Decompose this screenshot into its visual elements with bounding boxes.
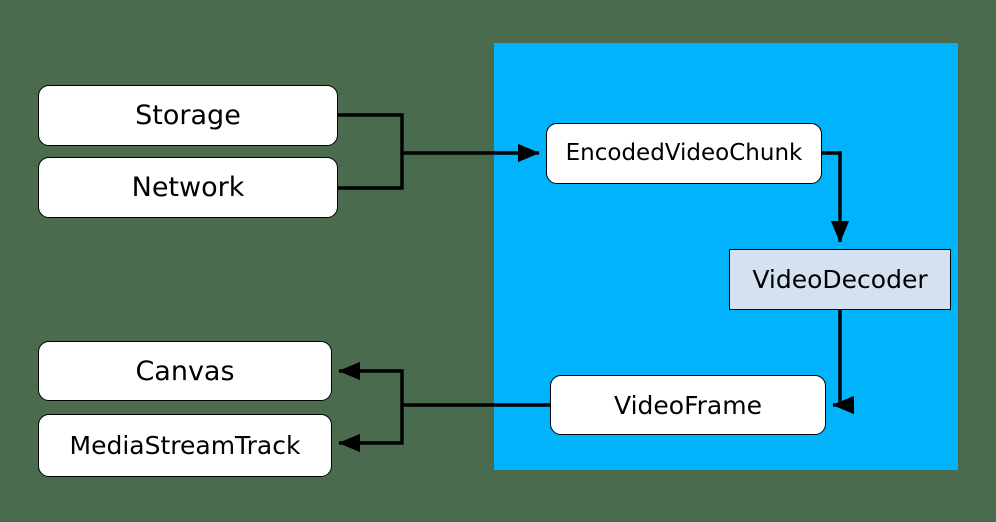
- node-mediastreamtrack[interactable]: MediaStreamTrack: [38, 414, 332, 477]
- node-network[interactable]: Network: [38, 157, 338, 218]
- node-encodedvideochunk[interactable]: EncodedVideoChunk: [546, 123, 822, 184]
- edge-encodedvideochunk-to-videodecoder: [822, 151, 850, 243]
- edge-storage-to-encodedvideochunk: [338, 113, 540, 163]
- node-videodecoder[interactable]: VideoDecoder: [729, 249, 951, 310]
- node-mediastreamtrack-label: MediaStreamTrack: [69, 431, 301, 460]
- edge-videoframe-to-mediastreamtrack: [338, 405, 404, 453]
- node-storage[interactable]: Storage: [38, 85, 338, 146]
- edge-videodecoder-to-videoframe: [832, 310, 855, 415]
- edge-network-to-encodedvideochunk: [338, 153, 404, 190]
- node-network-label: Network: [131, 172, 245, 203]
- node-storage-label: Storage: [135, 100, 241, 131]
- edge-videoframe-to-canvas: [338, 361, 550, 407]
- edge-layer: [338, 113, 855, 453]
- node-canvas[interactable]: Canvas: [38, 341, 332, 401]
- node-videoframe[interactable]: VideoFrame: [550, 375, 826, 435]
- node-videoframe-label: VideoFrame: [614, 390, 762, 420]
- node-encodedvideochunk-label: EncodedVideoChunk: [565, 140, 803, 166]
- node-canvas-label: Canvas: [135, 355, 235, 387]
- node-videodecoder-label: VideoDecoder: [752, 265, 928, 294]
